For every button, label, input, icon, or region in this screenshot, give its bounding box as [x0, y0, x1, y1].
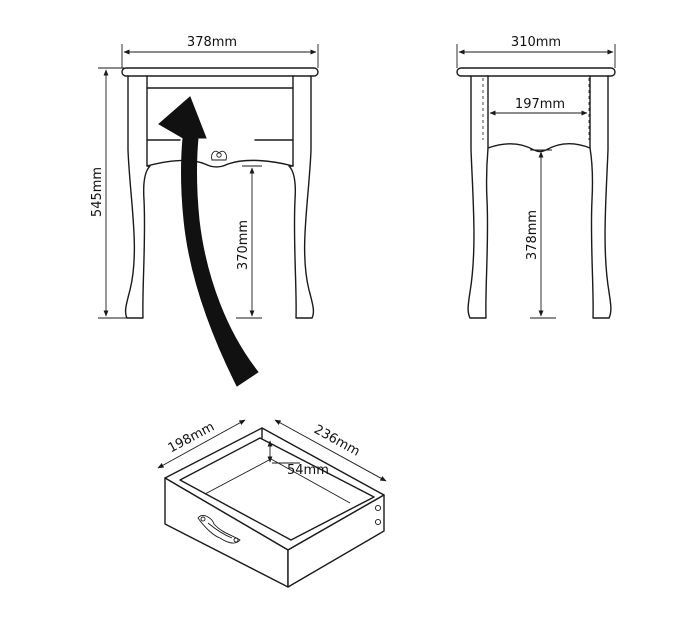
- front-skirt: [146, 159, 294, 168]
- dim-drawer-height: 54mm: [267, 440, 329, 478]
- drawer-height-label: 54mm: [287, 463, 329, 478]
- side-view: 310mm 197mm 378mm: [456, 35, 616, 319]
- drawer-side: [287, 494, 385, 588]
- side-tabletop: [456, 67, 616, 77]
- front-width-label: 378mm: [187, 35, 237, 50]
- drawer-width-label: 198mm: [166, 420, 217, 457]
- dim-side-depth: 310mm: [456, 35, 616, 68]
- side-right-leg: [589, 75, 612, 319]
- curved-arrow-icon: [158, 96, 259, 387]
- side-inner-label: 197mm: [515, 97, 565, 112]
- drawer-view: 198mm 236mm 54mm: [157, 420, 387, 588]
- dim-front-width: 378mm: [121, 35, 319, 68]
- drawer-handle-icon: [197, 515, 241, 544]
- dim-side-inner: 197mm: [489, 97, 588, 116]
- front-left-leg: [124, 75, 151, 319]
- dim-front-clearance: 370mm: [236, 165, 262, 319]
- ornament-icon: [211, 150, 227, 161]
- dim-front-height: 545mm: [90, 67, 128, 319]
- dim-side-clearance: 378mm: [525, 149, 556, 319]
- front-right-leg: [288, 75, 315, 319]
- front-view: 378mm 545mm 370mm: [90, 35, 319, 319]
- front-tabletop: [121, 67, 319, 77]
- side-clearance-label: 378mm: [525, 210, 540, 260]
- front-clearance-label: 370mm: [236, 220, 251, 270]
- front-height-label: 545mm: [90, 167, 105, 217]
- side-left-leg: [467, 75, 489, 319]
- side-depth-label: 310mm: [511, 35, 561, 50]
